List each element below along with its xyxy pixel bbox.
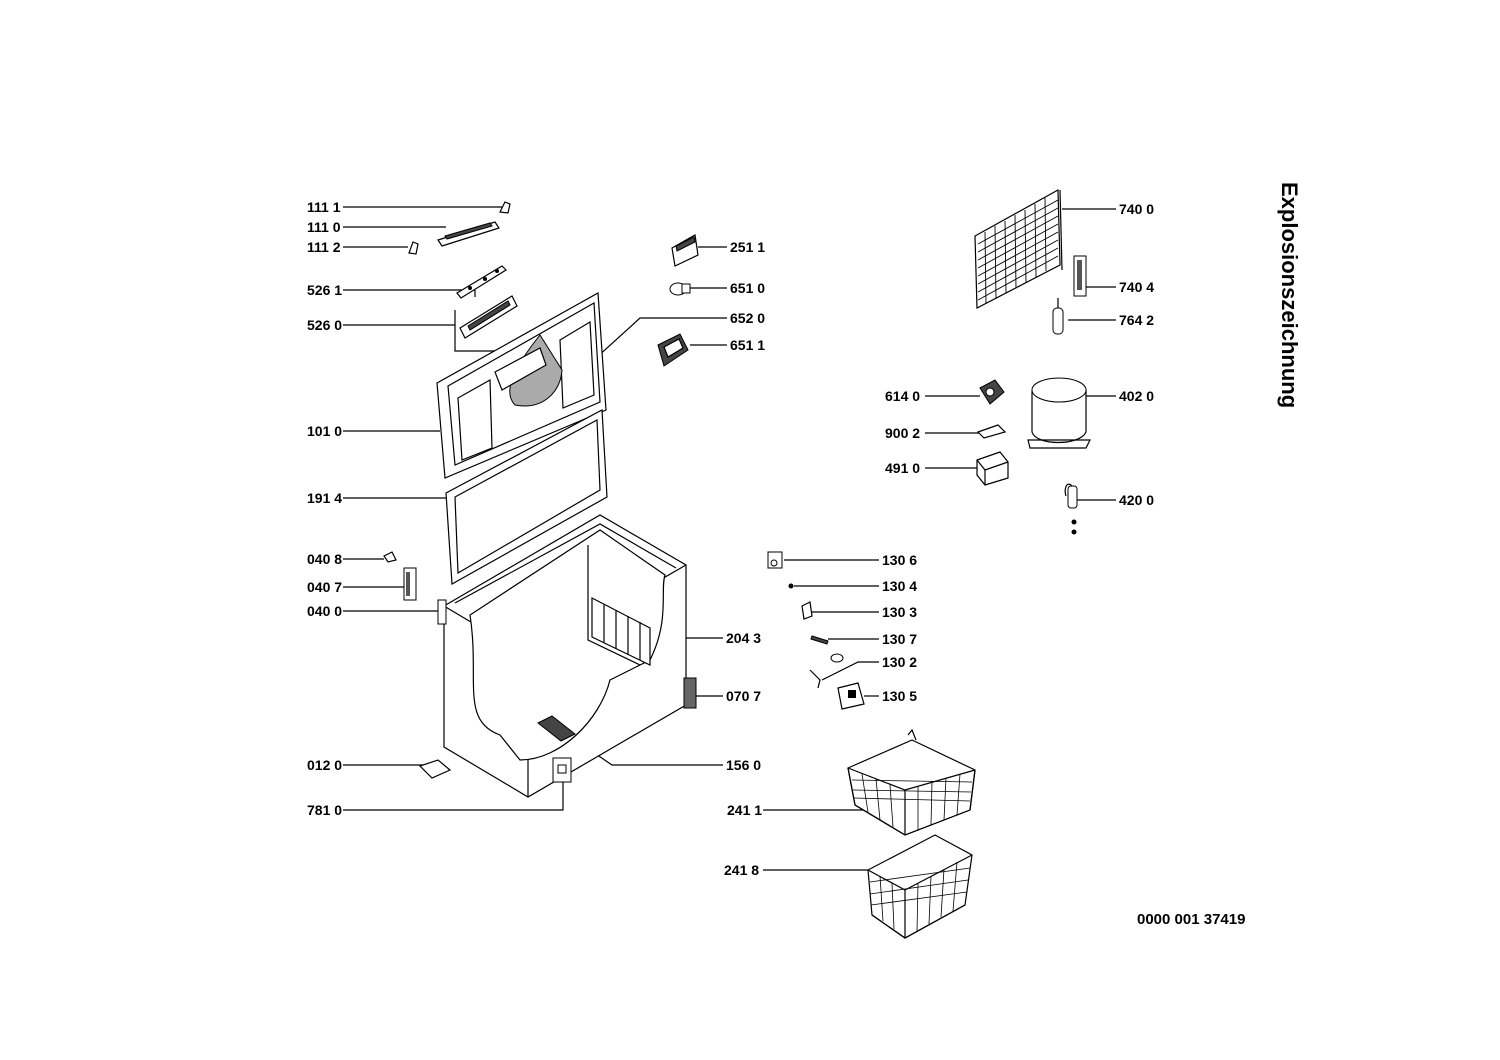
bracket-740-4: [1073, 255, 1087, 297]
compressor-402-0: [1027, 377, 1091, 449]
label-191-4: 191 4: [307, 490, 342, 506]
label-012-0: 012 0: [307, 757, 342, 773]
light-cover-251-1: [671, 234, 699, 267]
drain-cap-781-0: [552, 757, 572, 783]
label-526-0: 526 0: [307, 317, 342, 333]
lid-101-0: [436, 292, 607, 479]
label-251-1: 251 1: [730, 239, 765, 255]
label-526-1: 526 1: [307, 282, 342, 298]
lamp-holder-651-1: [657, 333, 689, 367]
label-241-1: 241 1: [727, 802, 762, 818]
label-070-7: 070 7: [726, 688, 761, 704]
cabinet-body: [437, 514, 687, 798]
divider-grid-204-3: [591, 597, 651, 666]
label-130-7: 130 7: [882, 631, 917, 647]
label-651-1: 651 1: [730, 337, 765, 353]
hinge-assembly-526-0: [459, 295, 518, 339]
label-420-0: 420 0: [1119, 492, 1154, 508]
label-040-7: 040 7: [307, 579, 342, 595]
drain-grate-156-0: [537, 715, 576, 742]
basket-241-1: [847, 728, 976, 836]
clip-130-3: [801, 601, 813, 620]
condenser-740-0: [974, 188, 1063, 309]
spring-130-7: [810, 635, 829, 645]
label-900-2: 900 2: [885, 425, 920, 441]
label-241-8: 241 8: [724, 862, 759, 878]
label-764-2: 764 2: [1119, 312, 1154, 328]
bracket-040-7: [403, 567, 417, 601]
label-040-8: 040 8: [307, 551, 342, 567]
lamp-651-0: [669, 282, 691, 296]
label-130-5: 130 5: [882, 688, 917, 704]
label-156-0: 156 0: [726, 757, 761, 773]
label-652-0: 652 0: [730, 310, 765, 326]
lock-130-2: [809, 653, 844, 689]
label-781-0: 781 0: [307, 802, 342, 818]
foot-plate-012-0: [418, 759, 452, 779]
label-111-1: 111 1: [307, 199, 341, 215]
label-491-0: 491 0: [885, 460, 920, 476]
vent-grille-070-7: [683, 677, 697, 709]
label-130-3: 130 3: [882, 604, 917, 620]
callouts-center: 251 1 651 0 652 0 651 1 204 3 070 7 156 …: [551, 239, 917, 878]
callouts-left: 111 1 111 0 111 2 526 1 526 0 101 0 191 …: [307, 199, 564, 818]
label-040-0: 040 0: [307, 603, 342, 619]
basket-241-8: [867, 834, 973, 939]
switch-130-6: [767, 551, 783, 569]
capacitor-420-0: [1064, 483, 1078, 535]
label-130-4: 130 4: [882, 578, 917, 594]
pin-130-4: [788, 583, 794, 589]
label-614-0: 614 0: [885, 388, 920, 404]
hinge-clip-111-2: [408, 241, 419, 255]
clip-040-8: [383, 551, 397, 563]
filter-dryer-764-2: [1052, 298, 1064, 335]
gasket-191-4: [445, 409, 608, 585]
clamp-900-2: [976, 424, 1007, 439]
label-130-2: 130 2: [882, 654, 917, 670]
callouts-right: 740 0 740 4 764 2 614 0 402 0 900 2 491 …: [885, 201, 1154, 508]
label-111-2: 111 2: [307, 239, 341, 255]
hinge-plate-526-1: [456, 265, 507, 299]
document-number: 0000 001 37419: [1137, 911, 1246, 928]
relay-614-0: [979, 379, 1005, 405]
label-101-0: 101 0: [307, 423, 342, 439]
label-111-0: 111 0: [307, 219, 341, 235]
label-740-4: 740 4: [1119, 279, 1154, 295]
hinge-cap-111-1: [499, 201, 511, 214]
label-651-0: 651 0: [730, 280, 765, 296]
hinge-bar-111-0: [437, 221, 500, 247]
label-402-0: 402 0: [1119, 388, 1154, 404]
cover-491-0: [976, 451, 1009, 486]
label-130-6: 130 6: [882, 552, 917, 568]
label-740-0: 740 0: [1119, 201, 1154, 217]
handle-130-5: [837, 682, 865, 710]
label-204-3: 204 3: [726, 630, 761, 646]
